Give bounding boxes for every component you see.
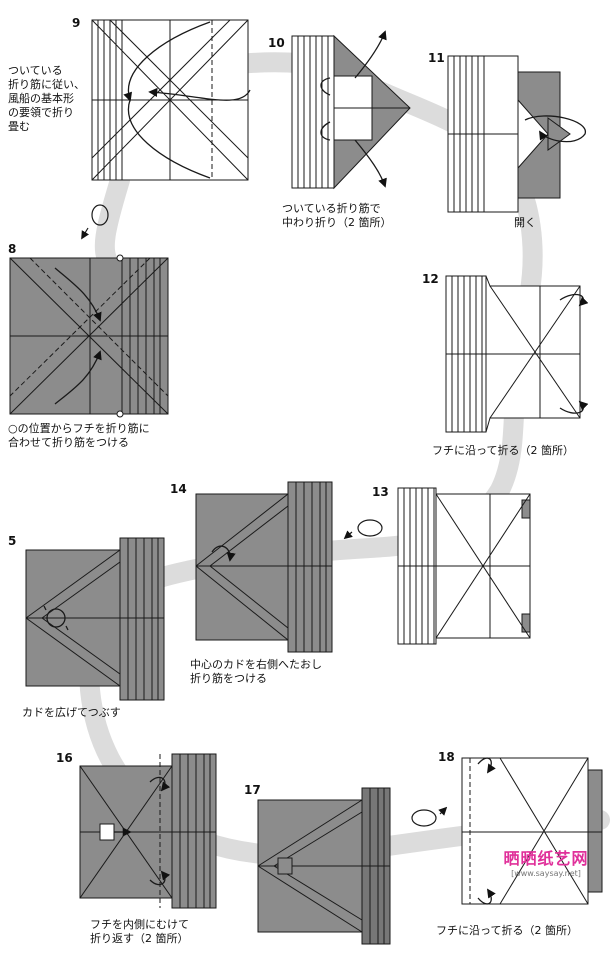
step-14-caption: 中心のカドを右側へたおし 折り筋をつける xyxy=(190,658,322,685)
step-11-number: 11 xyxy=(428,51,445,65)
step-12-figure xyxy=(445,275,589,433)
step-16-figure xyxy=(79,753,217,909)
flow-path-left xyxy=(94,170,130,275)
watermark: 晒晒纸艺网 [www.saysay.net] xyxy=(488,845,604,878)
step-10-caption: ついている折り筋で 中わり折り（2 箇所） xyxy=(282,202,392,229)
step-9-figure xyxy=(91,19,251,181)
step-8-number: 8 xyxy=(8,242,17,256)
step-15-figure xyxy=(25,537,165,701)
step-11-caption: 開く xyxy=(514,216,536,229)
step-10-number: 10 xyxy=(268,36,285,50)
step-12-caption: フチに沿って折る（2 箇所） xyxy=(432,444,574,457)
step-11-figure xyxy=(447,55,586,213)
step-18-number: 18 xyxy=(438,750,455,764)
step-9-caption: ついている 折り筋に従い、 風船の基本形 の要領で折り 畳む xyxy=(8,64,85,133)
step-13-figure xyxy=(397,487,531,645)
step-14-number: 14 xyxy=(170,482,187,496)
step-5-caption: カドを広げてつぶす xyxy=(22,706,121,719)
step-9-number: 9 xyxy=(72,16,81,30)
step-12-number: 12 xyxy=(422,272,439,286)
step-17-number: 17 xyxy=(244,783,261,797)
watermark-title: 晒晒纸艺网 xyxy=(503,849,589,868)
turn-over-symbol-13 xyxy=(343,519,383,540)
step-18-caption: フチに沿って折る（2 箇所） xyxy=(436,924,578,937)
step-18-figure xyxy=(461,757,603,905)
step-16-number: 16 xyxy=(56,751,73,765)
step-17-figure xyxy=(257,787,391,945)
turn-over-symbol-17 xyxy=(411,806,448,827)
step-5-number: 5 xyxy=(8,534,17,548)
step-14-figure xyxy=(195,481,333,653)
step-16-caption: フチを内側にむけて 折り返す（2 箇所） xyxy=(90,918,189,945)
watermark-url: [www.saysay.net] xyxy=(511,869,581,878)
step-8-figure xyxy=(9,254,169,418)
turn-over-symbol xyxy=(81,204,109,240)
step-8-caption: ○の位置からフチを折り筋に 合わせて折り筋をつける xyxy=(8,422,150,449)
step-10-figure xyxy=(291,30,411,190)
step-13-number: 13 xyxy=(372,485,389,499)
